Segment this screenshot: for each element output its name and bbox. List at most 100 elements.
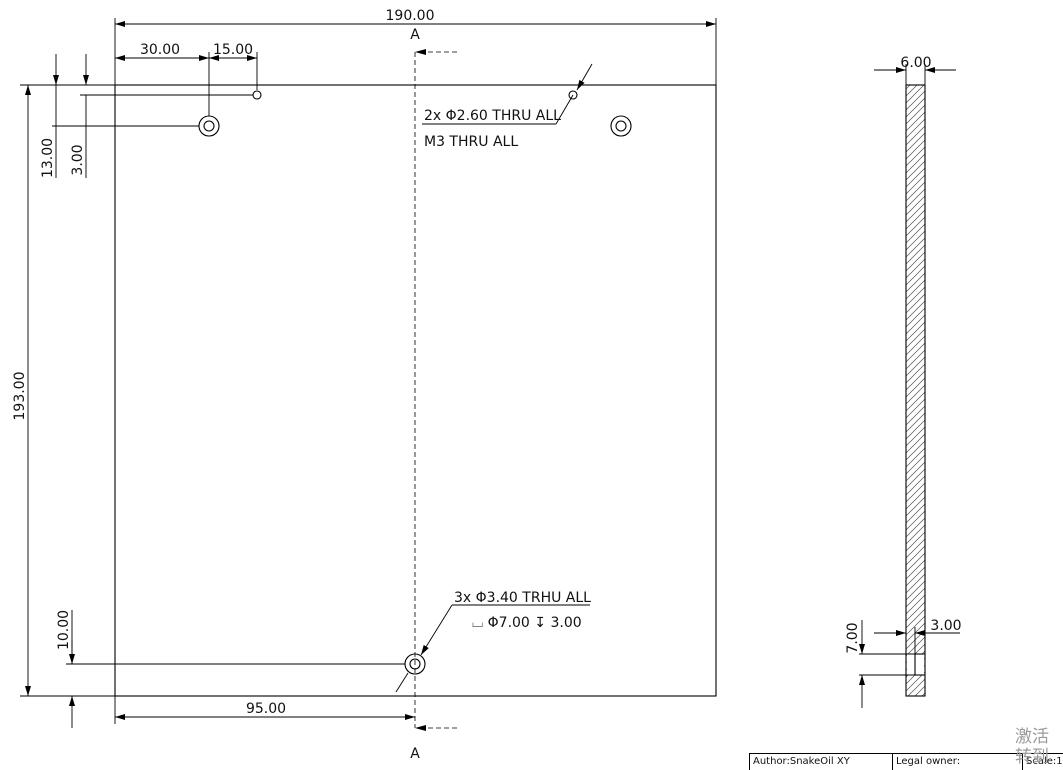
hatch-line	[905, 468, 926, 489]
hatch-line	[905, 426, 926, 447]
hatch-line	[905, 377, 926, 398]
hatch-line	[905, 139, 926, 160]
dimension-hole-y13-value: 13.00	[40, 138, 56, 178]
note-large-holes-line2: ⌴ Φ7.00 ↧ 3.00	[472, 615, 582, 631]
hatch-line	[905, 510, 926, 531]
hatch-line	[905, 559, 926, 580]
hatch-line	[905, 146, 926, 167]
hatch-line	[905, 300, 926, 321]
hatch-line	[905, 454, 926, 475]
hatch-line	[905, 384, 926, 405]
hatch-line	[905, 160, 926, 181]
counterbored-hole-top-right	[610, 115, 632, 137]
dimension-bottom-hole-y: 10.00	[56, 610, 405, 728]
activation-watermark: 激活 转到	[1015, 727, 1063, 767]
hatch-line	[905, 195, 926, 216]
hatch-line	[905, 265, 926, 286]
section-outline	[905, 84, 926, 697]
hatch-line	[905, 587, 926, 608]
hatch-line	[905, 531, 926, 552]
dimension-counterbore-diameter-value: 7.00	[845, 622, 861, 653]
hatch-line	[905, 328, 926, 349]
section-label-bottom: A	[410, 746, 420, 762]
title-block-scale: Scale:1	[1022, 754, 1062, 770]
hatch-line	[905, 258, 926, 279]
small-hole-left	[252, 90, 262, 100]
dimension-hole-y: 13.00 3.00	[40, 54, 253, 178]
watermark-line2: 转到	[1015, 747, 1049, 767]
dimension-height-value: 193.00	[12, 372, 28, 421]
hatch-line	[905, 503, 926, 524]
dimension-counterbore-depth: 3.00	[874, 618, 962, 654]
hatch-line	[905, 615, 926, 636]
hatch-line	[905, 104, 926, 125]
hatch-line	[905, 342, 926, 363]
hatch-line	[905, 433, 926, 454]
hatch-line	[905, 440, 926, 461]
hatch-line	[905, 489, 926, 510]
section-view: 6.00 3.00 7.00	[845, 55, 962, 708]
hatch-line	[905, 552, 926, 573]
hatch-line	[905, 181, 926, 202]
hatch-line	[905, 482, 926, 503]
title-block-author: Author:SnakeOil XY	[749, 754, 892, 770]
hatch-line	[905, 293, 926, 314]
hatch-line	[905, 237, 926, 258]
hatch-line	[905, 566, 926, 587]
title-block-legal-owner: Legal owner:	[892, 754, 1013, 770]
dimension-thickness-value: 6.00	[900, 55, 931, 71]
hatch-line	[905, 636, 926, 657]
dimension-width-value: 190.00	[386, 8, 435, 24]
hatch-line	[905, 314, 926, 335]
note-small-holes-line1: 2x Φ2.60 THRU ALL	[424, 108, 561, 124]
hatch-line	[905, 524, 926, 545]
hatch-line	[905, 84, 918, 97]
hatch-line	[905, 461, 926, 482]
hatch-line	[905, 496, 926, 517]
hatch-line	[905, 209, 926, 230]
dimension-counterbore-depth-value: 3.00	[930, 618, 961, 634]
hatch-line	[905, 608, 926, 629]
hatch-line	[905, 132, 926, 153]
hatch-line	[905, 419, 926, 440]
hatch-line	[905, 580, 926, 601]
dimension-hole-x-value: 30.00	[140, 42, 180, 58]
front-view: A A 190.00 30.00	[12, 8, 717, 762]
dimension-hole-x: 30.00 15.00	[115, 42, 258, 116]
dimension-height: 193.00	[12, 84, 115, 697]
hatch-line	[905, 286, 926, 307]
hatch-line	[905, 601, 926, 622]
hatch-line	[905, 174, 926, 195]
dimension-bottom-hole-x-value: 95.00	[246, 701, 286, 717]
hatch-line	[905, 223, 926, 244]
section-arrowhead-top	[415, 49, 426, 55]
counterbored-hole-top-left	[198, 115, 220, 137]
watermark-line1: 激活	[1015, 727, 1049, 747]
dimension-thickness: 6.00	[874, 55, 956, 85]
hatch-line	[905, 111, 926, 132]
hatch-line	[905, 573, 926, 594]
hatch-line	[905, 84, 911, 90]
hatch-line	[905, 272, 926, 293]
hatch-line	[905, 370, 926, 391]
dimension-bottom-hole-y-value: 10.00	[56, 610, 72, 650]
hatch-line	[905, 335, 926, 356]
small-hole-right	[568, 90, 578, 100]
hatch-line	[905, 517, 926, 538]
dimension-counterbore-diameter: 7.00	[845, 620, 865, 708]
hatch-line	[905, 447, 926, 468]
leader-small-holes: 2x Φ2.60 THRU ALL M3 THRU ALL	[422, 63, 593, 150]
hatch-line	[905, 153, 926, 174]
hatch-line	[905, 412, 926, 433]
hatch-line	[905, 349, 926, 370]
hatch-line	[905, 84, 925, 104]
hatch-line	[905, 307, 926, 328]
hatch-line	[905, 356, 926, 377]
title-block: Author:SnakeOil XY Legal owner: Scale:1	[749, 753, 1063, 770]
plate-outline	[114, 84, 717, 697]
hatch-line	[914, 685, 926, 697]
hatch-line	[905, 97, 926, 118]
hatch-line	[905, 321, 926, 342]
hatch-line	[905, 405, 926, 426]
